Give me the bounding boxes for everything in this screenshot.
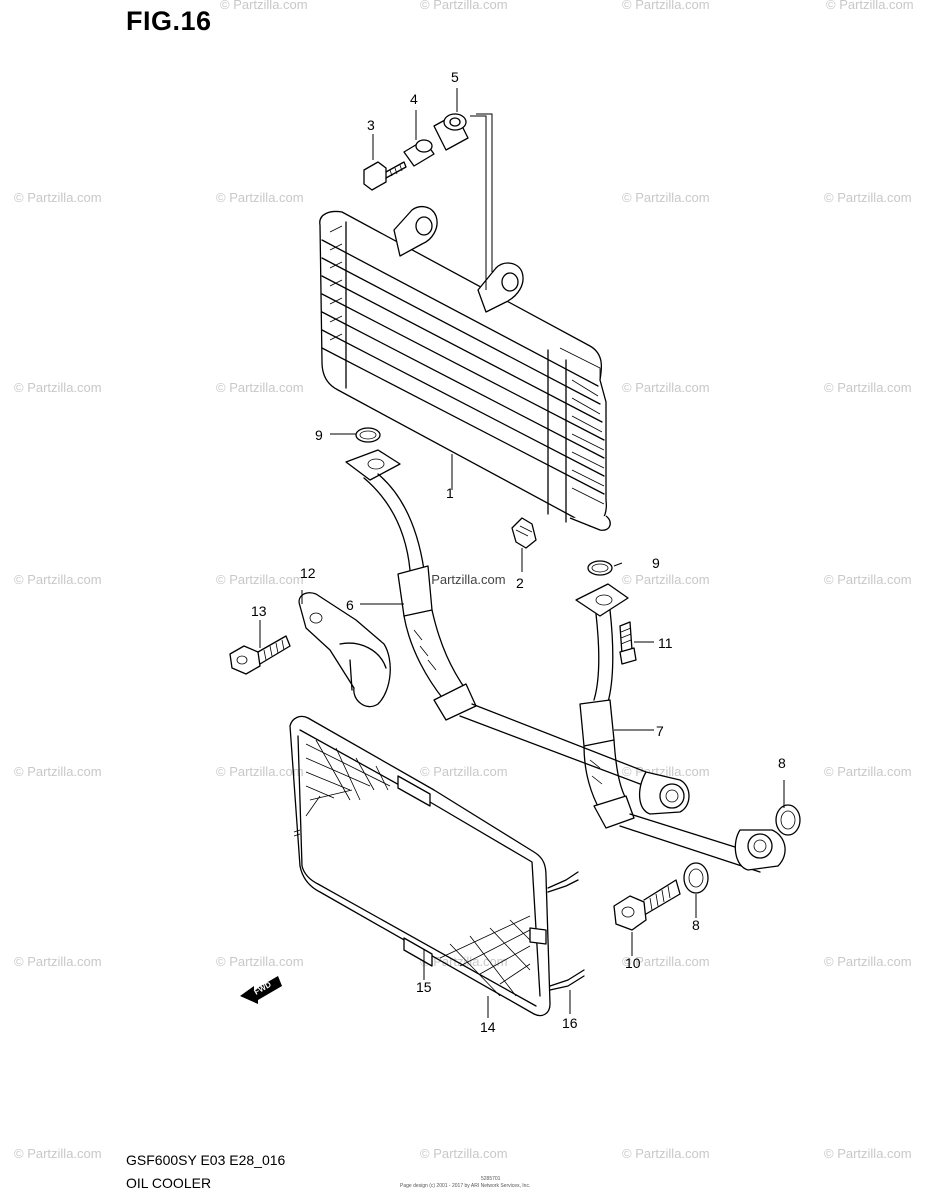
watermark: © Partzilla.com [216, 380, 304, 395]
guard-net-part-14 [289, 715, 585, 1017]
bolt-part-3 [363, 161, 407, 191]
watermark: © Partzilla.com [420, 1146, 508, 1161]
union-bolt-part-10 [613, 879, 681, 931]
watermark: © Partzilla.com [216, 572, 304, 587]
o-ring-part-9b [587, 560, 613, 576]
watermark: © Partzilla.com [622, 0, 710, 12]
callout-6: 6 [346, 597, 354, 613]
o-ring-inner [359, 430, 377, 440]
watermark: © Partzilla.com [14, 764, 102, 779]
watermark: © Partzilla.com [824, 1146, 912, 1161]
oil-hose-part-6 [345, 449, 690, 815]
callout-9b: 9 [652, 555, 660, 571]
callout-3: 3 [367, 117, 375, 133]
callout-7: 7 [656, 723, 664, 739]
watermark: © Partzilla.com [216, 190, 304, 205]
callout-16: 16 [562, 1015, 578, 1031]
watermark: © Partzilla.com [824, 572, 912, 587]
watermark: © Partzilla.com [826, 0, 914, 12]
oil-cooler-part-1 [319, 205, 611, 531]
watermark: © Partzilla.com [14, 190, 102, 205]
cushion-part-5 [433, 113, 469, 151]
watermark-layer: © Partzilla.com © Partzilla.com © Partzi… [14, 0, 914, 1161]
model-code: GSF600SY E03 E28_016 [126, 1152, 286, 1168]
callout-2: 2 [516, 575, 524, 591]
callout-1: 1 [446, 485, 454, 501]
watermark: © Partzilla.com [420, 0, 508, 12]
center-watermark: © Partzilla.com [418, 572, 506, 587]
watermark: © Partzilla.com [622, 954, 710, 969]
callout-9a: 9 [315, 427, 323, 443]
watermark: © Partzilla.com [220, 0, 308, 12]
callout-13: 13 [251, 603, 267, 619]
o-ring-inner [591, 563, 609, 573]
watermark: © Partzilla.com [622, 1146, 710, 1161]
callout-11: 11 [658, 635, 673, 651]
watermark: © Partzilla.com [420, 764, 508, 779]
watermark: © Partzilla.com [824, 380, 912, 395]
gasket-part-8a [775, 804, 801, 836]
watermark: © Partzilla.com [420, 954, 508, 969]
watermark: © Partzilla.com [824, 954, 912, 969]
watermark: © Partzilla.com [14, 954, 102, 969]
watermark: © Partzilla.com [622, 572, 710, 587]
gasket-part-8b [683, 862, 709, 894]
callout-15: 15 [416, 979, 432, 995]
watermark: © Partzilla.com [14, 1146, 102, 1161]
figure-title: FIG.16 [126, 6, 212, 36]
forward-arrow-icon: FWD [240, 976, 282, 1004]
section-name: OIL COOLER [126, 1175, 212, 1191]
callout-10: 10 [625, 955, 641, 971]
callout-14: 14 [480, 1019, 496, 1035]
collar-part-4 [403, 139, 435, 167]
callout-numbers: 3 4 5 1 9 9 2 6 12 13 11 7 8 8 10 15 14 … [251, 69, 786, 1035]
fine-print-copyright: Page design (c) 2001 - 2017 by ARI Netwo… [400, 1183, 531, 1189]
watermark: © Partzilla.com [824, 190, 912, 205]
callout-4: 4 [410, 91, 418, 107]
callout-5: 5 [451, 69, 459, 85]
o-ring-part-9a [355, 427, 381, 443]
oil-hose-part-7 [575, 583, 786, 873]
callout-8a: 8 [778, 755, 786, 771]
watermark: © Partzilla.com [216, 954, 304, 969]
watermark: © Partzilla.com [14, 572, 102, 587]
fine-print-code: 5285701 [481, 1176, 501, 1182]
callout-12: 12 [300, 565, 316, 581]
watermark: © Partzilla.com [622, 380, 710, 395]
watermark: © Partzilla.com [824, 764, 912, 779]
callout-8b: 8 [692, 917, 700, 933]
leader-lines [259, 88, 785, 1018]
watermark: © Partzilla.com [622, 190, 710, 205]
bolt-part-13 [229, 635, 291, 675]
watermark: © Partzilla.com [14, 380, 102, 395]
bolt-part-11 [619, 621, 637, 665]
bracket-part-12 [298, 592, 391, 708]
watermark: © Partzilla.com [216, 764, 304, 779]
clamp-part-2 [511, 517, 537, 549]
